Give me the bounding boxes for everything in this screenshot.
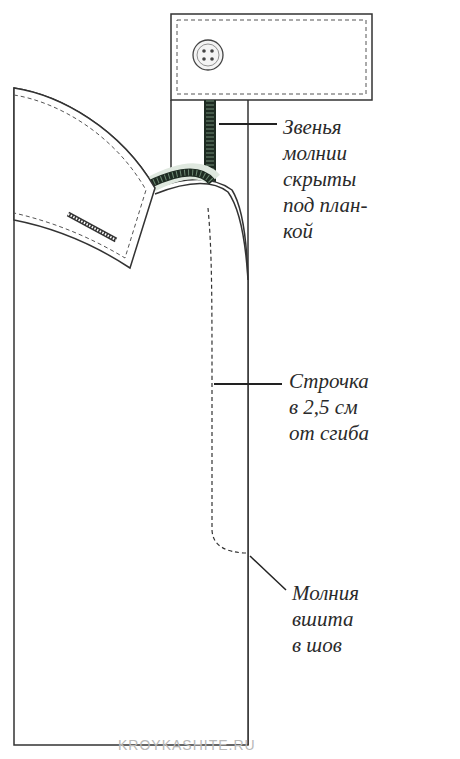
zipper-teeth-curve xyxy=(150,172,212,184)
callout-label: Звенья молнии скрыты под план- кой xyxy=(283,114,380,244)
leader-line xyxy=(250,556,286,590)
left-front xyxy=(14,88,248,745)
leader-line xyxy=(214,383,282,385)
waistband-stitch xyxy=(177,20,366,94)
leader-line xyxy=(219,123,277,125)
fold-edge xyxy=(155,183,248,280)
stitching-line xyxy=(208,208,246,553)
left-waistband-stitch xyxy=(14,95,146,258)
watermark: KROYKASHITE.RU xyxy=(118,737,256,753)
button xyxy=(193,40,223,70)
zipper-teeth-detail xyxy=(150,172,212,184)
callout-label: Строчка в 2,5 см от сгиба xyxy=(289,368,377,446)
waistband xyxy=(171,14,372,100)
callout-label: Молния вшита в шов xyxy=(292,580,366,658)
buttonhole xyxy=(68,214,116,240)
left-waistband xyxy=(14,88,155,268)
